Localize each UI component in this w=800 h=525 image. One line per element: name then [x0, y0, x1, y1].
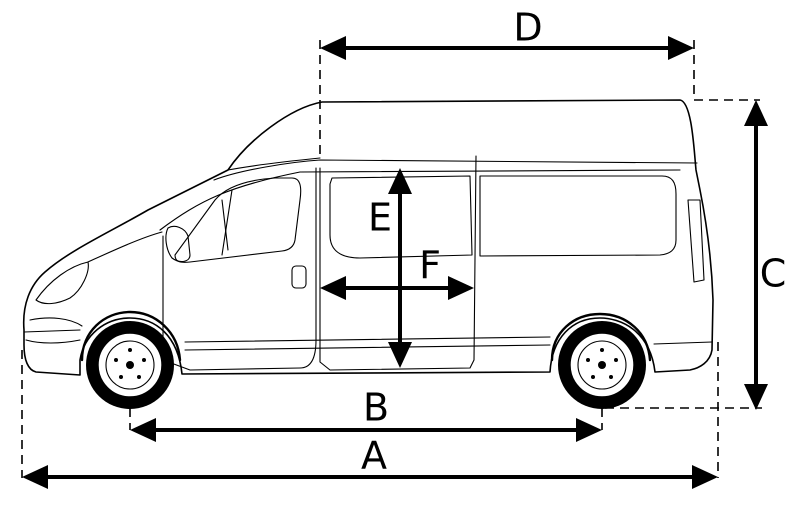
dimension-f-label: F — [419, 244, 441, 288]
rear-wheel — [558, 321, 646, 409]
dimension-c-label: C — [760, 252, 787, 296]
dimension-b-arrow — [130, 418, 602, 442]
dimension-e-arrow — [388, 168, 412, 368]
dimension-c-arrow — [744, 100, 768, 410]
dimension-e-label: E — [368, 196, 392, 240]
dimension-d-label: D — [513, 6, 542, 50]
dimension-a-label: A — [361, 434, 387, 478]
dimension-b-label: B — [363, 386, 389, 430]
dimension-f-arrow — [320, 276, 474, 300]
extension-lines — [21, 40, 762, 478]
van-outline — [22, 99, 714, 376]
dimension-a-arrow — [22, 465, 718, 489]
dimension-d-arrow — [320, 36, 694, 60]
front-wheel — [86, 321, 174, 409]
